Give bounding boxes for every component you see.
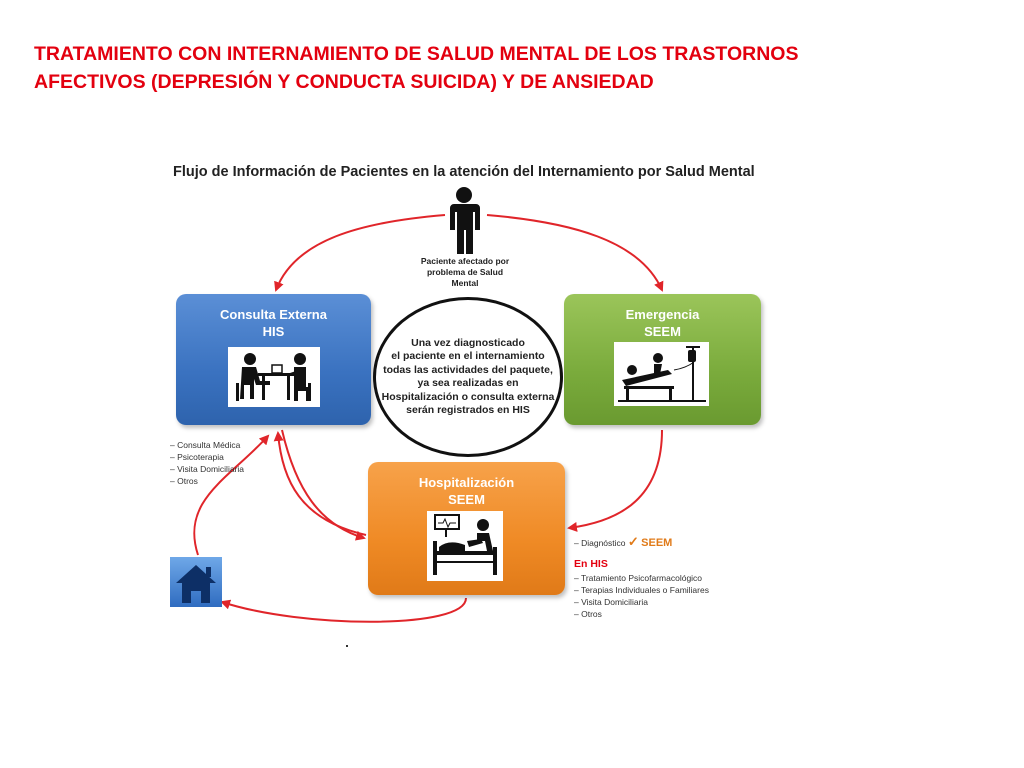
center-note-circle: Una vez diagnosticado el paciente en el … (373, 297, 563, 457)
list-item: Psicoterapia (170, 451, 244, 463)
hospitalizacion-activities-list: Tratamiento Psicofarmacológico Terapias … (574, 572, 709, 620)
emergencia-system: SEEM (644, 324, 681, 339)
slide-title: TRATAMIENTO CON INTERNAMIENTO DE SALUD M… (34, 40, 934, 96)
check-icon: ✓ (627, 534, 639, 549)
consulta-system: HIS (262, 324, 285, 339)
hospital-bed-icon (427, 511, 503, 581)
diagnostico-system: SEEM (641, 537, 673, 549)
list-item: Consulta Médica (170, 439, 244, 451)
arrow-emergencia-to-hospitalizacion (567, 429, 663, 532)
list-item: Otros (170, 475, 244, 487)
stray-dot (346, 645, 348, 647)
list-item: Tratamiento Psicofarmacológico (574, 572, 709, 584)
emergencia-title: Emergencia (625, 307, 700, 322)
hospitalizacion-title: Hospitalización (418, 475, 515, 490)
list-item: Visita Domiciliaria (574, 596, 709, 608)
center-note-line: el paciente en el internamiento (391, 350, 545, 362)
home-icon (170, 557, 222, 607)
center-note-line: Una vez diagnosticado (411, 336, 525, 349)
consulta-externa-box: Consulta Externa HIS (176, 294, 371, 425)
patient-label-line: Mental (451, 278, 479, 288)
consulta-activities-list: Consulta Médica Psicoterapia Visita Domi… (170, 439, 244, 487)
arrow-patient-to-consulta (274, 214, 446, 292)
center-note-line: Hospitalización o consulta externa (381, 390, 555, 403)
hospitalizacion-system: SEEM (448, 492, 485, 507)
diagnostico-label: Diagnóstico (581, 538, 626, 548)
consulta-title: Consulta Externa (220, 307, 327, 322)
arrow-hospitalizacion-to-consulta (273, 431, 367, 536)
center-note-line: todas las actividades del paquete, (383, 363, 553, 376)
patient-label-line: Paciente afectado por (420, 256, 510, 266)
emergency-bed-icon (614, 342, 709, 406)
hospitalizacion-box: Hospitalización SEEM (368, 462, 565, 595)
arrow-patient-to-emergencia (486, 214, 664, 292)
arrow-consulta-to-hospitalizacion (281, 429, 366, 541)
diagnostico-line: – Diagnóstico ✓ SEEM (574, 534, 673, 549)
patient-label: Paciente afectado por problema de Salud … (410, 256, 520, 289)
list-item: Otros (574, 608, 709, 620)
slide-title-line-1: TRATAMIENTO CON INTERNAMIENTO DE SALUD M… (34, 43, 799, 65)
center-note-line: serán registrados en HIS (406, 404, 530, 416)
en-his-label: En HIS (574, 558, 608, 570)
list-item: Terapias Individuales o Familiares (574, 584, 709, 596)
arrow-hospitalizacion-to-home (220, 597, 467, 623)
patient-label-line: problema de Salud (426, 267, 504, 277)
slide-title-line-2: AFECTIVOS (DEPRESIÓN Y CONDUCTA SUICIDA)… (34, 71, 654, 93)
arrow-home-to-consulta (193, 434, 270, 556)
center-note-line: ya sea realizadas en (417, 377, 519, 389)
diagram-title: Flujo de Información de Pacientes en la … (173, 164, 755, 180)
list-item: Visita Domiciliaria (170, 463, 244, 475)
doctor-consultation-icon (228, 347, 320, 407)
emergencia-box: Emergencia SEEM (564, 294, 761, 425)
